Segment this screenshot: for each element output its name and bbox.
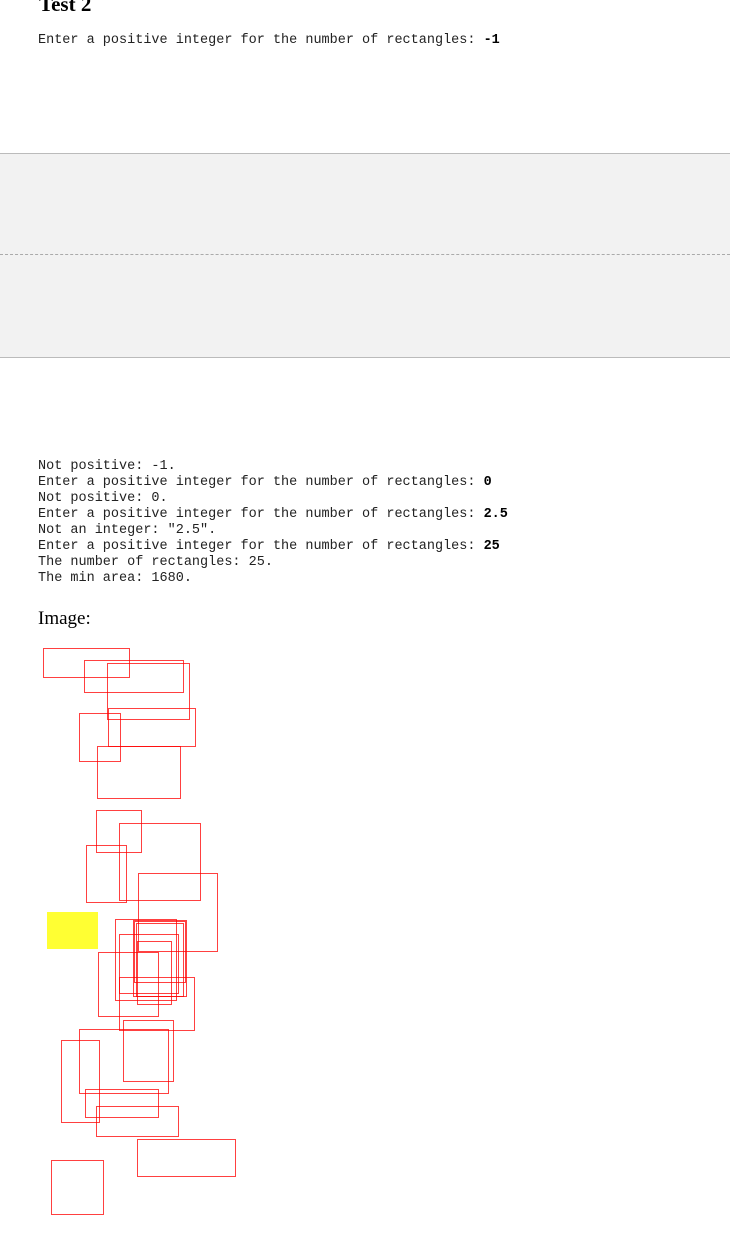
divider (0, 254, 730, 255)
rectangle (107, 663, 190, 720)
console-output: Not positive: -1.Enter a positive intege… (38, 459, 508, 587)
output-line: Enter a positive integer for the number … (38, 475, 508, 491)
rectangle (85, 1089, 159, 1118)
line-text: Enter a positive integer for the number … (38, 539, 484, 554)
min-area-rectangle (47, 912, 98, 949)
rectangle (123, 1020, 174, 1082)
output-line: Enter a positive integer for the number … (38, 507, 508, 523)
line-input: 0 (483, 475, 492, 490)
line-text: Enter a positive integer for the number … (38, 475, 484, 490)
output-line: Not an integer: "2.5". (38, 523, 508, 539)
rectangle (137, 941, 172, 1005)
rectangle (86, 845, 127, 903)
prompt-text: Enter a positive integer for the number … (38, 33, 484, 48)
rectangle (115, 919, 177, 1001)
input-panel (0, 153, 730, 358)
rectangle (119, 823, 201, 901)
line-text: The number of rectangles: 25. (38, 555, 273, 570)
line-text: Not positive: -1. (38, 459, 176, 474)
line-text: Enter a positive integer for the number … (38, 507, 484, 522)
rectangle (119, 934, 179, 994)
image-label: Image: (38, 608, 91, 629)
rectangle (79, 713, 121, 762)
rectangle (98, 952, 159, 1017)
page-title: Test 2 (39, 0, 92, 16)
rectangle (136, 923, 184, 997)
output-line: The min area: 1680. (38, 571, 508, 587)
rectangle (108, 708, 196, 747)
output-line: Enter a positive integer for the number … (38, 539, 508, 555)
prompt-input: -1 (483, 33, 500, 48)
line-text: Not an integer: "2.5". (38, 523, 217, 538)
rectangle (137, 1139, 236, 1177)
line-input: 2.5 (483, 507, 508, 522)
rectangle (61, 1040, 100, 1123)
rectangle (119, 977, 195, 1031)
rectangle (96, 1106, 179, 1137)
rectangle (84, 660, 184, 693)
rectangle (79, 1029, 169, 1094)
line-input: 25 (483, 539, 500, 554)
rectangle (51, 1160, 104, 1215)
rectangle (97, 746, 181, 799)
line-text: The min area: 1680. (38, 571, 192, 586)
output-line: Not positive: 0. (38, 491, 508, 507)
first-prompt: Enter a positive integer for the number … (38, 33, 500, 49)
output-line: Not positive: -1. (38, 459, 508, 475)
line-text: Not positive: 0. (38, 491, 168, 506)
output-line: The number of rectangles: 25. (38, 555, 508, 571)
